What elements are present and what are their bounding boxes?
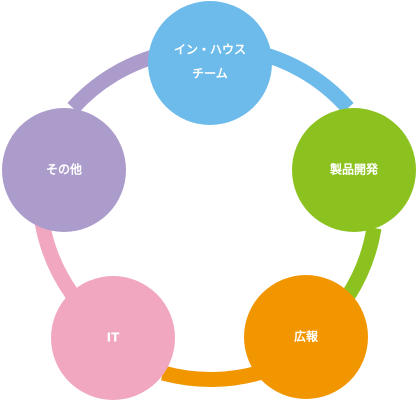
node-inhouse-team-circle [148,1,272,125]
node-it: IT [51,276,175,400]
node-other-circle [2,108,126,232]
node-product-development: 製品開発 [292,108,416,232]
ring-arc-pr-it [160,362,271,387]
node-public-relations: 広報 [244,275,368,399]
node-public-relations-circle [244,275,368,399]
node-product-development-circle [292,108,416,232]
node-public-relations-label: 広報 [294,329,319,344]
node-it-circle [51,276,175,400]
node-it-label: IT [107,331,120,345]
ring-arc-it-other [34,220,79,299]
ring-arc-product-pr [341,226,382,301]
node-other-label: その他 [46,162,82,177]
node-inhouse-team-label-line-1: イン・ハウス [174,43,246,57]
node-product-development-label: 製品開発 [329,162,379,177]
ring-arc-other-inhouse [67,47,163,114]
node-other: その他 [2,108,126,232]
node-inhouse-team: イン・ハウス チーム [148,1,272,125]
node-inhouse-team-label-line-2: チーム [192,67,228,81]
